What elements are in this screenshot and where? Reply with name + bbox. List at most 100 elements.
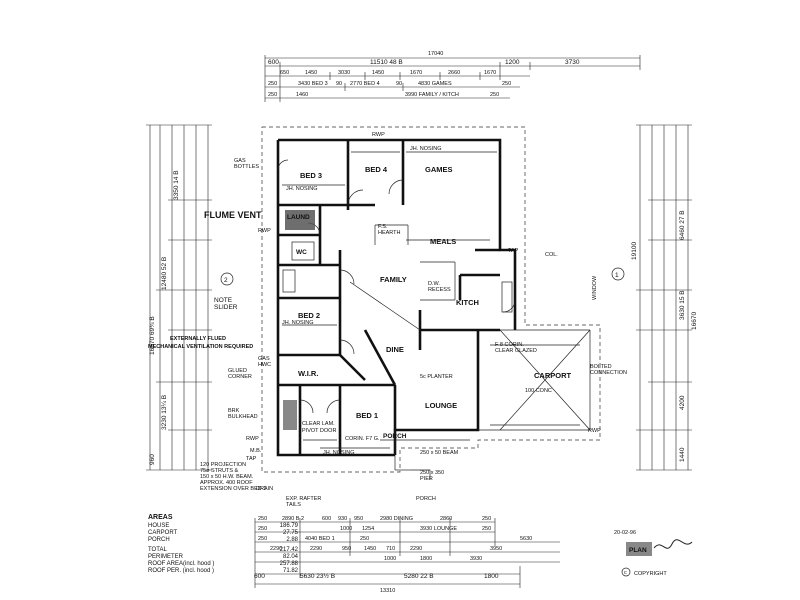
areas-value: 27.75 [282,530,298,536]
dim-label: 2860 [440,516,452,522]
wc-fixture [291,241,315,261]
room-lounge: LOUNGE [425,401,457,410]
dim-bottom-row-5: 1000 1800 3930 [384,556,482,562]
room-family: FAMILY [380,275,407,284]
note-planter: 5c PLANTER [420,374,453,380]
note-rwp-left: RWP [258,228,271,234]
stamp-plan: PLAN [629,547,647,554]
grid-marker-label: 2 [224,277,228,284]
areas-label: CARPORT [148,530,178,536]
top-dimensions: 17040 600 11510 48 B 1200 3730 650 1450 … [264,51,641,102]
areas-row: PERIMETER 82.04 [148,554,298,561]
dim-bottom-row-1: 250 2890 B 2 600 930 950 2980 DINING 286… [258,516,491,522]
dim-label: 250 [268,92,277,98]
note-jh-nosing-4: JH. NOSING [323,450,354,456]
copyright-icon-glyph: c [624,570,627,576]
note-mech-vent: MECHANICAL VENTILATION REQUIRED [148,344,253,350]
window-note: WINDOW [592,275,598,300]
areas-row: TOTAL 217.42 [148,547,298,554]
dim-label: 250 [258,526,267,532]
dim-label: 650 [280,70,289,76]
room-bed1: BED 1 [356,411,378,420]
room-wc: WC [296,249,307,256]
areas-label: PERIMETER [148,554,184,560]
roof-outline [261,126,601,473]
approval-stamp: 20-02-96 PLAN [614,530,693,556]
note-concrete: 100 CONC [525,388,552,394]
note-dw-recess: D.W.RECESS [428,281,451,293]
note-corin-clear: F 8 CORIN.CLEAR GLAZED [495,342,537,354]
areas-title: AREAS [148,514,173,521]
note-jh-nosing-3: JH. NOSING [282,320,313,326]
note-jh-nosing-2: JH. NOSING [410,146,441,152]
dim-right-r1: 6460 27 B [679,210,686,240]
room-carport: CARPORT [534,371,572,380]
areas-row: ROOF PER. (incl. hood ) 71.82 [148,568,298,575]
dim-top-main: 11510 48 B [370,59,403,66]
stamp-date: 20-02-96 [614,530,636,536]
dim-label: 600 [254,573,265,580]
note-tap-2: TAP [246,456,257,462]
dim-label: 600 [322,516,331,522]
dim-label: 1800 [484,573,499,580]
bottom-dimensions: 250 2890 B 2 600 930 950 2980 DINING 286… [254,516,560,594]
note-fs-hearth: F.S.HEARTH [378,224,401,236]
dim-label: 2290 [310,546,322,552]
dim-label: 2770 BED 4 [350,81,380,87]
dim-top-left: 600 [268,59,279,66]
room-meals: MEALS [430,237,456,246]
note-col: COL. [545,252,558,258]
dim-label: 3930 [470,556,482,562]
dim-label: 3930 LOUNGE [420,526,457,532]
areas-table: AREAS HOUSE 186.79 CARPORT 27.75 PORCH 2… [148,514,298,575]
dim-label: 1800 [420,556,432,562]
note-rwp-bl: RWP [246,436,259,442]
dim-label: 930 [338,516,347,522]
areas-value: 71.82 [282,568,298,574]
note-jh-nosing: JH. NOSING [286,186,317,192]
dim-left-upper: 12480 52 B [161,257,168,290]
grid-marker-1 [611,267,625,281]
dim-label: 90 [336,81,342,87]
dim-label: 1450 [364,546,376,552]
room-bed3: BED 3 [300,171,322,180]
kitchen-sink [501,281,513,313]
dim-label: 250 [268,81,277,87]
dim-label: 5630 23½ B [300,572,335,580]
dim-row-4: 250 1460 3990 FAMILY / KITCH 250 [268,92,499,98]
internal-walls [278,140,500,455]
areas-value: 217.42 [279,547,298,553]
dim-top-r1: 1200 [505,59,520,66]
note-flume-vent: FLUME VENT [204,210,262,220]
dim-label: 1670 [484,70,496,76]
note-text: GAS [234,158,246,164]
dim-bottom-row-6: 600 5630 23½ B 5280 22 B 1800 [254,572,499,580]
dim-left-c2: 960 [149,454,156,465]
dim-label: 3430 BED 3 [298,81,328,87]
note-rwp-br: RWP [588,428,601,434]
note-tap: TAP [508,248,519,254]
dim-right-r5: 19100 [631,242,638,260]
dim-label: 1460 [296,92,308,98]
areas-row: PORCH 2.88 [148,537,298,544]
dim-label: 5280 22 B [404,573,434,580]
areas-value: 82.04 [282,554,298,560]
dim-label: 1450 [372,70,384,76]
room-bed4: BED 4 [365,165,388,174]
dim-label: 250 [258,536,267,542]
areas-label: HOUSE [148,523,170,529]
dim-label: 3990 FAMILY / KITCH [405,92,459,98]
dim-label: 250 [482,526,491,532]
areas-label: TOTAL [148,547,167,553]
dim-left-lower: 3230 13¼ B [161,395,168,430]
room-porch: PORCH [383,433,407,440]
room-games: GAMES [425,165,453,174]
dim-label: 2660 [448,70,460,76]
